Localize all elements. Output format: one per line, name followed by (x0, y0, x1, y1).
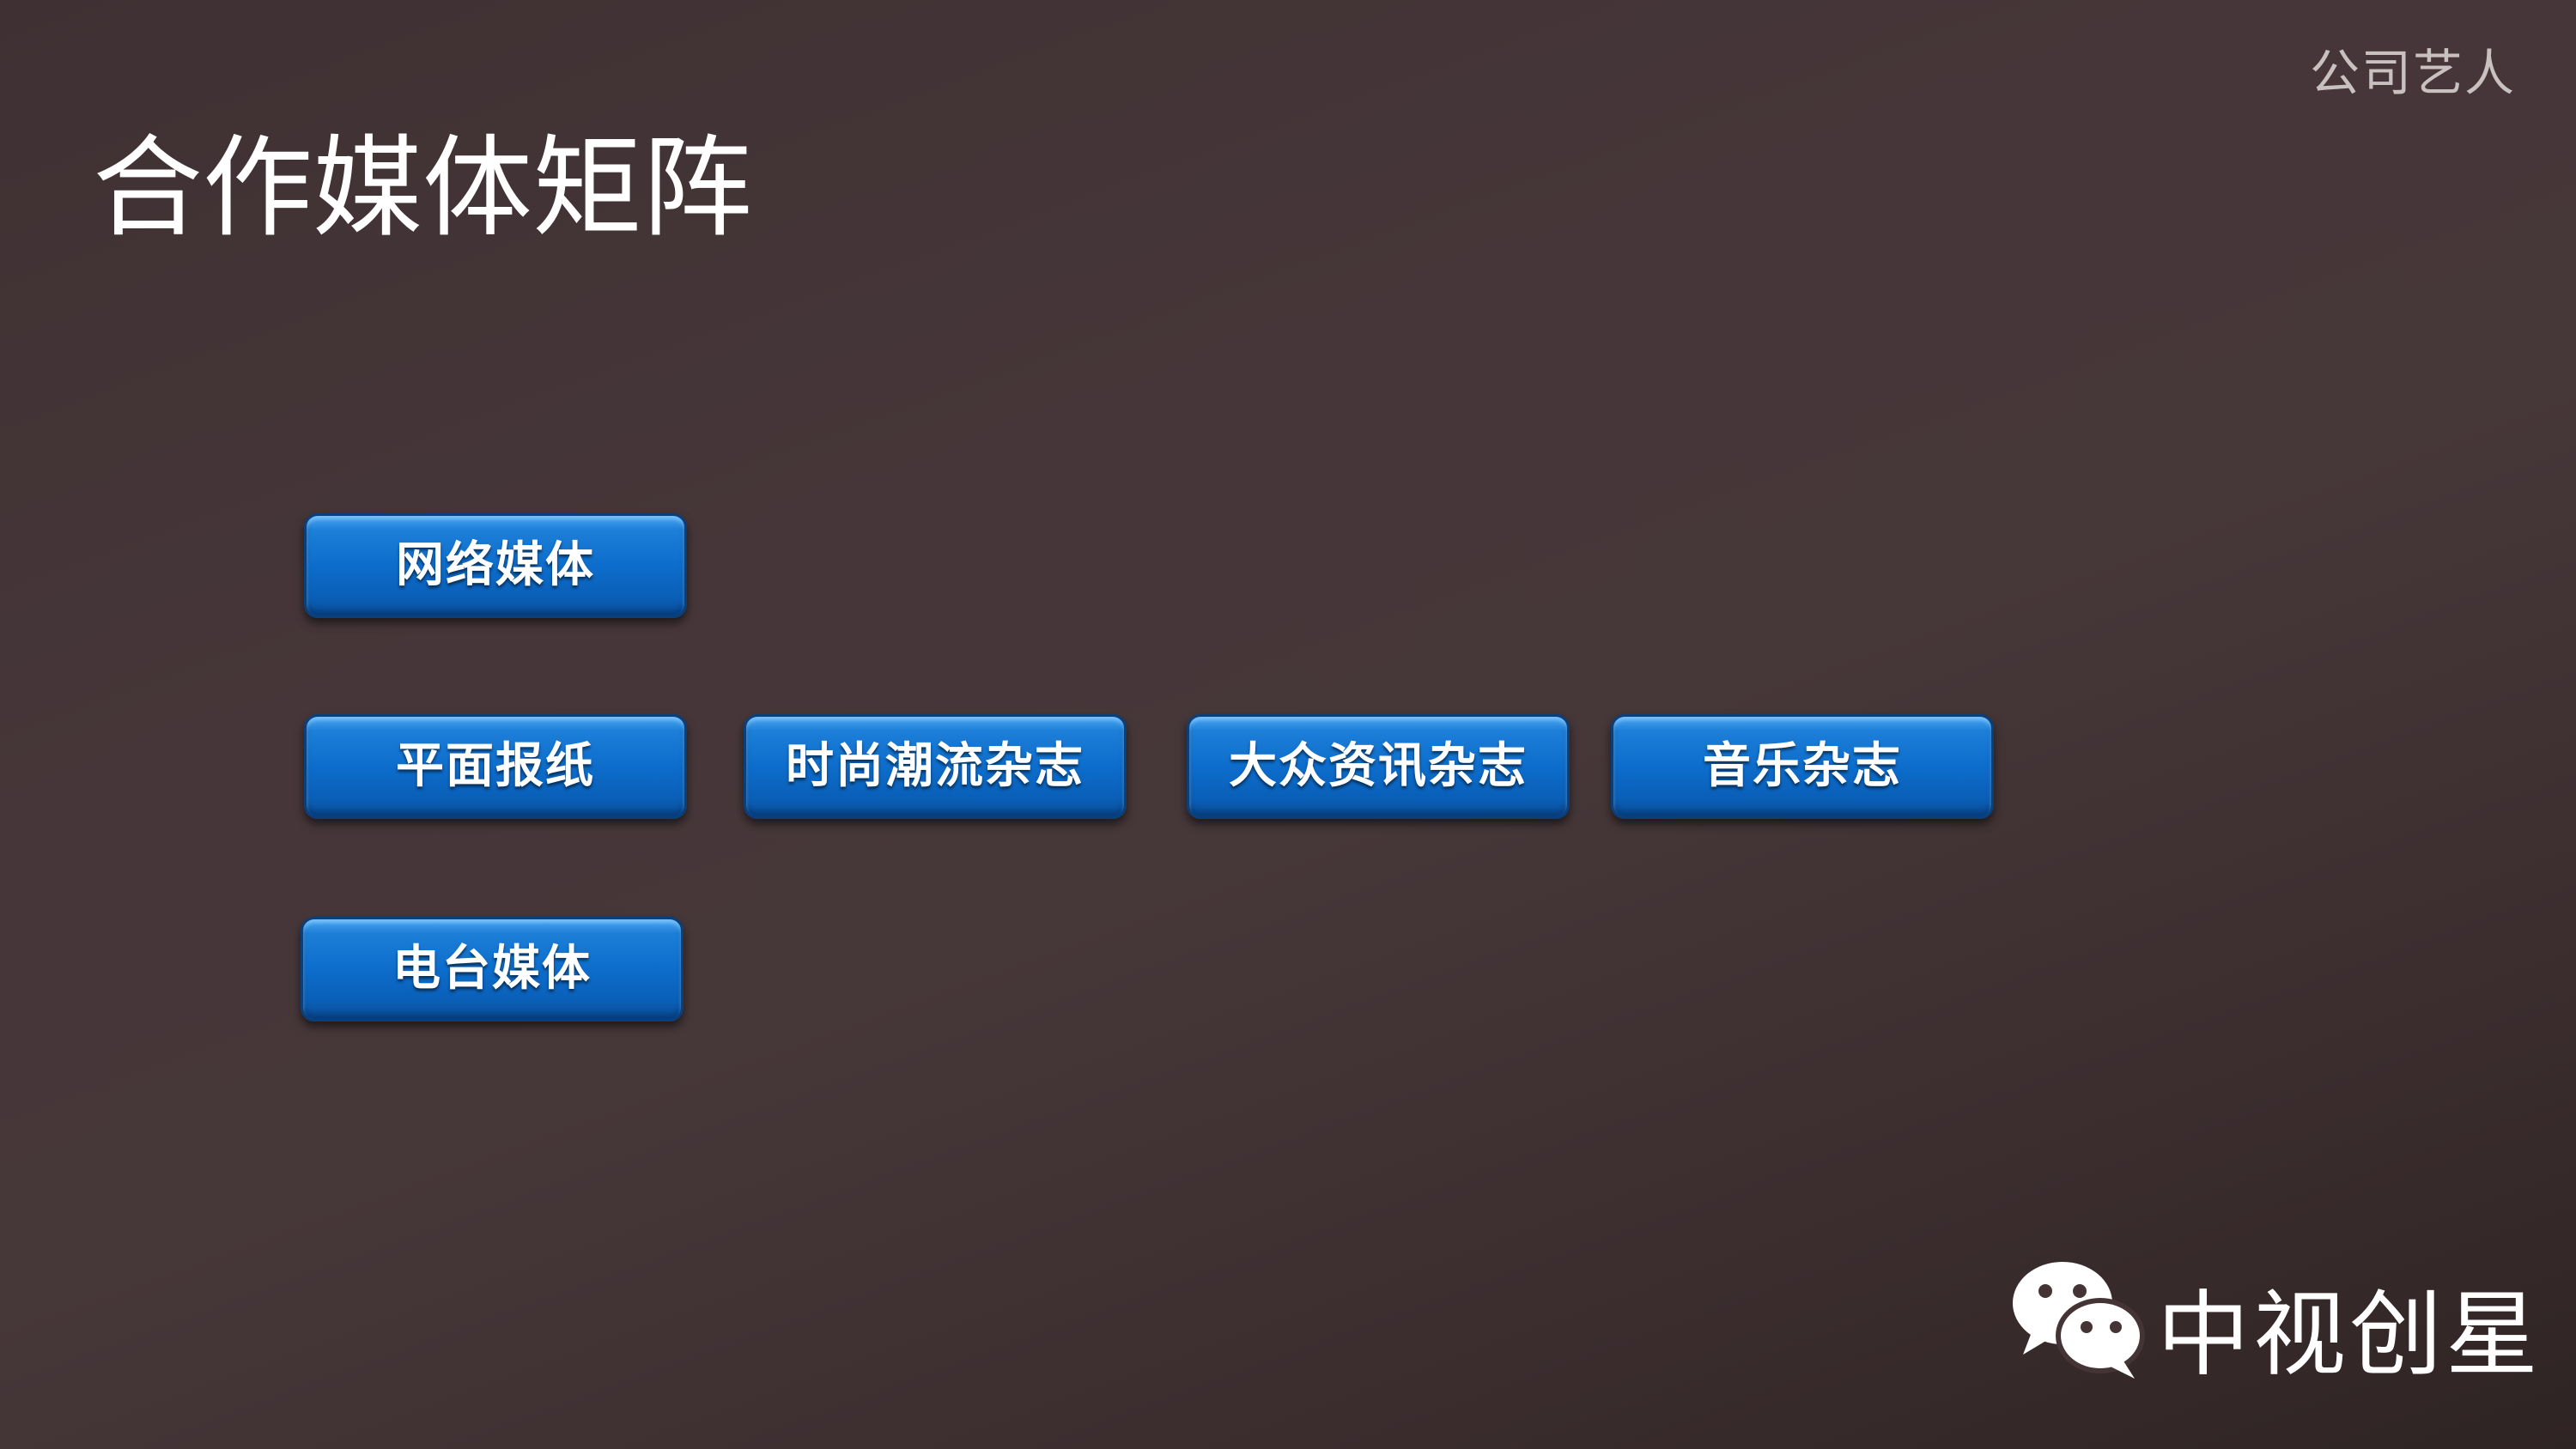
company-label: 公司艺人 (2309, 44, 2516, 102)
brand-name: 中视创星 (2157, 1282, 2543, 1389)
fashion-magazine-button[interactable]: 时尚潮流杂志 (744, 714, 1127, 819)
network-media-button[interactable]: 网络媒体 (304, 513, 687, 618)
page-title: 合作媒体矩阵 (93, 124, 753, 252)
music-magazine-button[interactable]: 音乐杂志 (1611, 714, 1994, 819)
print-newspaper-button[interactable]: 平面报纸 (304, 714, 687, 819)
wechat-icon (2013, 1262, 2145, 1379)
news-magazine-button[interactable]: 大众资讯杂志 (1187, 714, 1570, 819)
radio-media-button[interactable]: 电台媒体 (301, 917, 683, 1022)
brand-watermark: 中视创星 (2009, 1253, 2538, 1389)
